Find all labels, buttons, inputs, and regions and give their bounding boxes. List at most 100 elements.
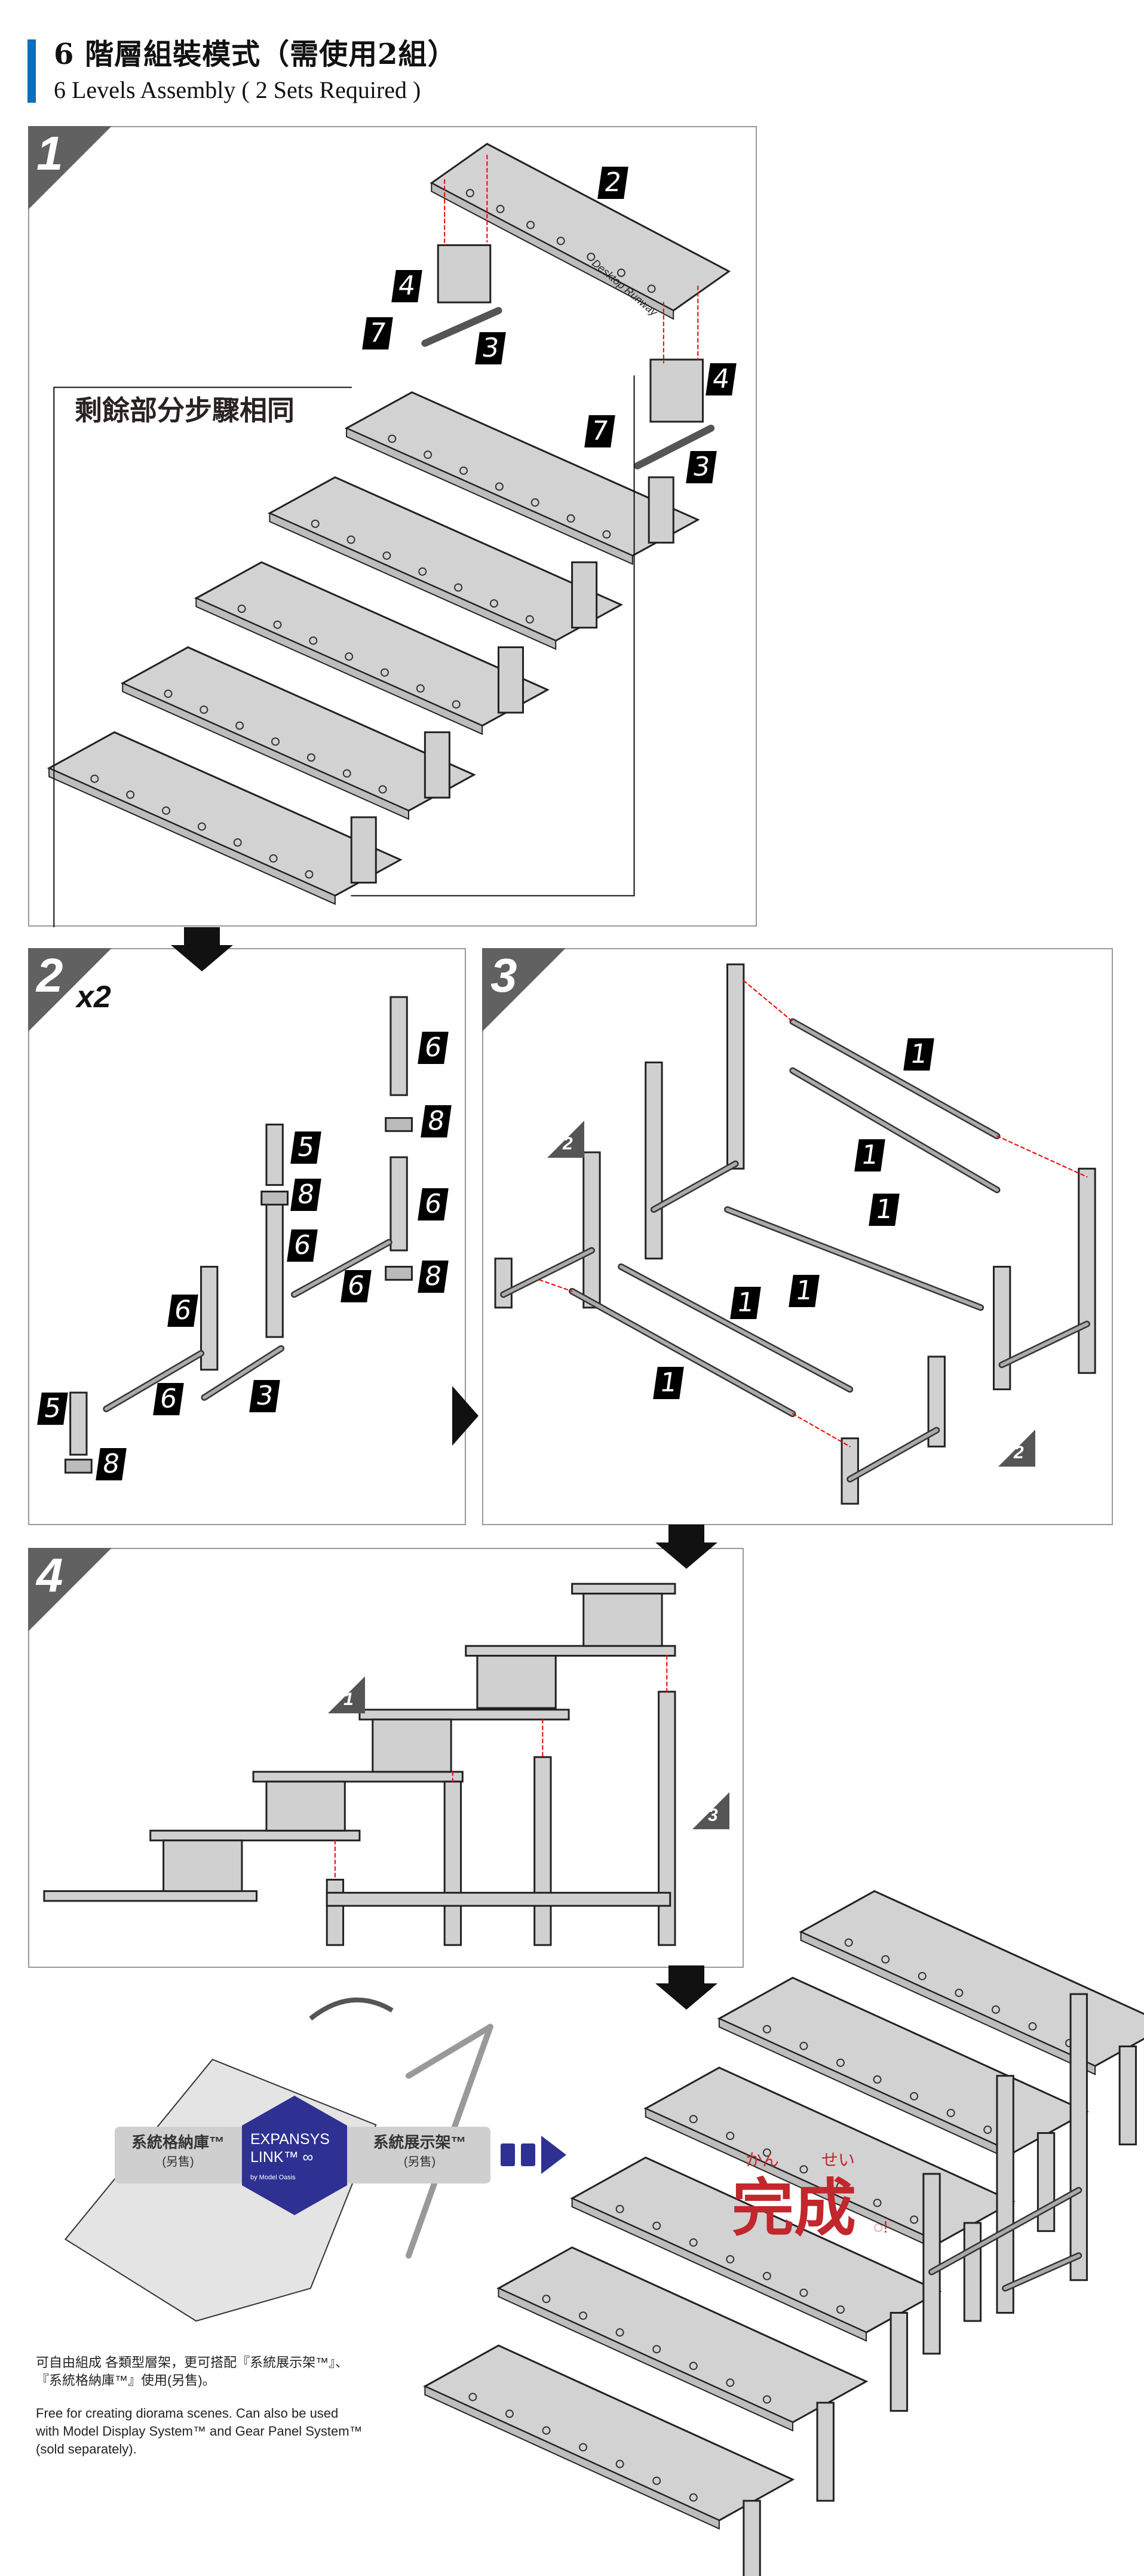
final-leg (743, 2500, 761, 2576)
peg-hole (309, 636, 318, 645)
part-number-tag: 3 (475, 332, 506, 364)
upright-post (389, 1156, 408, 1252)
peg-hole (273, 620, 282, 629)
side-beam-body (203, 1347, 283, 1400)
step1-badge: 1 (28, 126, 112, 210)
peg-hole (496, 204, 505, 213)
bottom-rail (326, 1891, 671, 1907)
part-number-tag: 1 (903, 1038, 934, 1071)
peg-hole (388, 434, 397, 443)
step-reference-number: 2 (563, 1134, 573, 1154)
part-number-tag: 4 (706, 363, 737, 395)
peg-hole (836, 2058, 845, 2067)
upright-post (841, 1437, 859, 1505)
step2-badge: 2 (28, 948, 112, 1032)
peg-hole (726, 2378, 735, 2387)
peg-hole (615, 2460, 624, 2468)
peg-hole (525, 615, 534, 624)
board-edge (498, 2287, 793, 2432)
peg-hole (836, 2305, 845, 2314)
step-reference-number: 3 (708, 1805, 718, 1825)
guide-line (538, 1279, 573, 1292)
step-number: 2 (36, 949, 63, 1002)
peg-hole (647, 284, 656, 293)
final-leg (816, 2402, 835, 2502)
peg-hole (652, 2345, 661, 2354)
peg-hole (530, 498, 539, 507)
final-leg (1118, 2045, 1137, 2146)
side-beam-body (1000, 1322, 1089, 1367)
step4-badge: 4 (28, 1548, 112, 1632)
peg-hole (762, 2148, 771, 2157)
peg-hole (844, 1938, 853, 1947)
support-grille (571, 561, 598, 629)
small-joint (64, 1458, 93, 1474)
peg-hole (615, 2204, 624, 2213)
peg-hole (1028, 2022, 1037, 2031)
board-edge (431, 182, 674, 320)
board-edge (122, 682, 409, 820)
part-number-tag: 3 (686, 451, 717, 483)
peg-hole (566, 514, 575, 523)
peg-hole (762, 2025, 771, 2034)
support-grille (476, 1655, 557, 1709)
part-number-tag: 2 (597, 167, 628, 199)
step-number: 1 (36, 127, 63, 180)
peg-hole (269, 854, 278, 863)
quantity-multiplier: x2 (76, 980, 111, 1014)
peg-hole (955, 1988, 964, 1997)
upright-post (443, 1780, 462, 1946)
part-number-tag: 5 (37, 1393, 68, 1425)
peg-hole (346, 535, 355, 544)
part-number-tag: 4 (391, 270, 422, 302)
upright-post (265, 1123, 284, 1186)
peg-hole (505, 2409, 514, 2418)
part-number-tag: 6 (287, 1229, 318, 1262)
peg-hole (556, 237, 565, 246)
arrow-down-icon (655, 1965, 717, 2010)
support-grille (497, 646, 525, 714)
peg-hole (579, 2443, 588, 2452)
step-reference-number: 1 (343, 1689, 354, 1709)
board-edge (800, 1931, 1096, 2075)
peg-hole (418, 567, 427, 576)
side-beam-body (292, 1240, 391, 1296)
step-reference-tag: 3 (692, 1792, 729, 1829)
support-grille (648, 476, 674, 544)
side-beam-body (501, 1249, 594, 1296)
flow-arrow-icon (521, 2143, 535, 2166)
support-grille (265, 1780, 346, 1832)
peg-hole (305, 870, 314, 879)
peg-hole (602, 530, 611, 539)
board-side-view (465, 1645, 676, 1657)
peg-hole (382, 551, 391, 560)
peg-hole (542, 2295, 551, 2304)
peg-hole (306, 753, 315, 762)
final-rod-body (1003, 2253, 1081, 2290)
peg-hole (910, 2092, 919, 2100)
final-upright (1069, 1993, 1088, 2281)
peg-hole (197, 822, 206, 831)
connecting-rod-body (725, 1207, 983, 1310)
part-number-tag: 8 (421, 1105, 452, 1137)
board-edge (48, 767, 336, 905)
support-grille (582, 1593, 663, 1647)
peg-hole (380, 668, 389, 677)
part-number-tag: 6 (153, 1383, 184, 1415)
step-number: 3 (490, 949, 517, 1002)
peg-hole (424, 450, 433, 459)
upright-post (533, 1756, 552, 1946)
side-beam-body (104, 1351, 203, 1411)
part-number-tag: 8 (96, 1448, 127, 1480)
page-title-en: 6 Levels Assembly ( 2 Sets Required ) (54, 76, 421, 103)
arrow-right-icon (452, 1386, 479, 1446)
board-side-view (149, 1829, 361, 1842)
system-display-stand-label: 系統展示架™ (另售) (373, 2133, 467, 2169)
support-grille (350, 816, 377, 884)
board-side-view (252, 1771, 464, 1783)
connector-bar (634, 424, 715, 470)
peg-hole (689, 2115, 698, 2124)
final-leg (963, 2222, 982, 2322)
final-upright (922, 2173, 941, 2355)
furigana-kan: かん (746, 2151, 780, 2169)
